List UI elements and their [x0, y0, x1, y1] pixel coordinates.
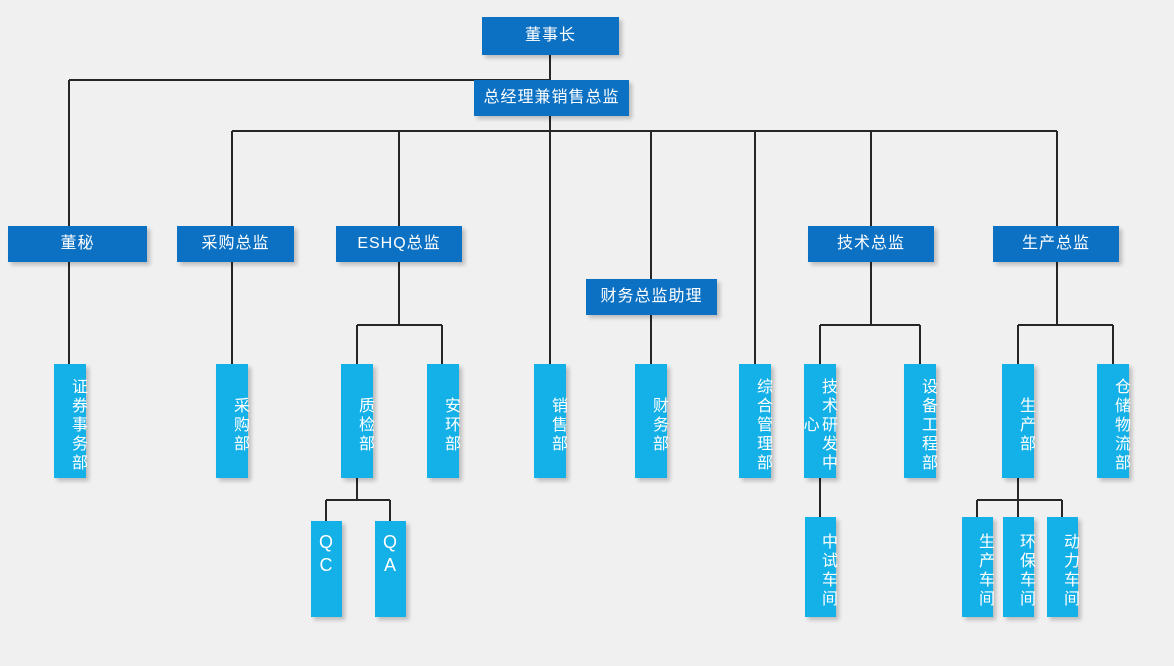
node-quality-inspection-dept-label: 质检部 [356, 396, 373, 454]
node-finance-director-assistant[interactable]: 财务总监助理 [586, 279, 717, 315]
node-chairman[interactable]: 董事长 [482, 17, 619, 55]
node-technical-director[interactable]: 技术总监 [808, 226, 934, 262]
node-purchasing-dept[interactable]: 采购部 [216, 364, 248, 478]
node-production-director-label: 生产总监 [1021, 234, 1090, 252]
node-qc-label-line2: C [319, 554, 334, 575]
node-general-admin-dept-label: 综合管理部 [754, 377, 771, 473]
node-safety-environment-dept[interactable]: 安环部 [427, 364, 459, 478]
node-board-secretary[interactable]: 董秘 [8, 226, 147, 262]
node-purchasing-dept-label: 采购部 [231, 396, 248, 454]
node-sales-dept-label: 销售部 [549, 396, 566, 454]
node-technical-director-label: 技术总监 [836, 234, 905, 252]
node-general-manager-label: 总经理兼销售总监 [483, 88, 620, 106]
node-production-dept[interactable]: 生产部 [1002, 364, 1034, 478]
node-purchasing-director[interactable]: 采购总监 [177, 226, 294, 262]
node-equipment-engineering-dept-label: 设备工程部 [919, 377, 936, 473]
node-production-workshop-label: 生产车间 [976, 533, 993, 609]
node-production-dept-label: 生产部 [1017, 396, 1034, 454]
node-rnd-center[interactable]: 技术研发中心 [801, 364, 836, 478]
node-purchasing-director-label: 采购总监 [201, 234, 270, 252]
node-securities-affairs-dept[interactable]: 证券事务部 [54, 364, 86, 478]
node-pilot-workshop[interactable]: 中试车间 [805, 517, 836, 617]
node-environmental-workshop[interactable]: 环保车间 [1003, 517, 1034, 617]
node-finance-dept-label: 财务部 [650, 396, 667, 454]
node-qa-label-line2: A [383, 554, 397, 575]
node-eshq-director-label: ESHQ总监 [357, 234, 441, 252]
node-production-workshop[interactable]: 生产车间 [962, 517, 993, 617]
node-rnd-center-label: 技术研发中心 [800, 377, 836, 473]
node-qa[interactable]: Q A [375, 521, 406, 617]
node-power-workshop-label: 动力车间 [1061, 533, 1078, 609]
node-finance-director-assistant-label: 财务总监助理 [600, 287, 703, 305]
node-safety-environment-dept-label: 安环部 [442, 396, 459, 454]
node-warehouse-logistics-dept-label: 仓储物流部 [1112, 377, 1129, 473]
node-finance-dept[interactable]: 财务部 [635, 364, 667, 478]
node-environmental-workshop-label: 环保车间 [1017, 533, 1034, 609]
node-warehouse-logistics-dept[interactable]: 仓储物流部 [1097, 364, 1129, 478]
node-pilot-workshop-label: 中试车间 [819, 533, 836, 609]
node-qa-label-line1: Q [382, 532, 398, 552]
node-general-admin-dept[interactable]: 综合管理部 [739, 364, 771, 478]
node-production-director[interactable]: 生产总监 [993, 226, 1119, 262]
node-securities-affairs-dept-label: 证券事务部 [69, 377, 86, 473]
node-quality-inspection-dept[interactable]: 质检部 [341, 364, 373, 478]
node-power-workshop[interactable]: 动力车间 [1047, 517, 1078, 617]
node-sales-dept[interactable]: 销售部 [534, 364, 566, 478]
node-eshq-director[interactable]: ESHQ总监 [336, 226, 462, 262]
node-qc[interactable]: Q C [311, 521, 342, 617]
node-equipment-engineering-dept[interactable]: 设备工程部 [904, 364, 936, 478]
node-qc-label-line1: Q [318, 532, 334, 552]
node-general-manager[interactable]: 总经理兼销售总监 [474, 80, 629, 116]
node-board-secretary-label: 董秘 [60, 234, 95, 252]
node-chairman-label: 董事长 [524, 26, 576, 44]
